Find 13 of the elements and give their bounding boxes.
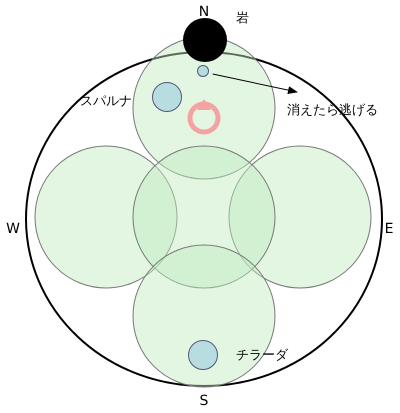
marker-circle — [152, 82, 182, 112]
name-label: スパルナ — [80, 93, 132, 110]
note-text: 消えたら逃げる — [287, 101, 378, 119]
marker-circle — [197, 65, 209, 77]
compass-label: E — [384, 221, 394, 237]
rock-circle — [183, 18, 227, 62]
compass-label: W — [6, 221, 20, 237]
arrow — [212, 74, 298, 94]
compass-label: S — [200, 393, 208, 409]
name-label: 岩 — [236, 10, 249, 27]
marker-circle — [188, 340, 218, 370]
name-label: チラーダ — [236, 347, 288, 364]
compass-label: N — [198, 4, 210, 20]
